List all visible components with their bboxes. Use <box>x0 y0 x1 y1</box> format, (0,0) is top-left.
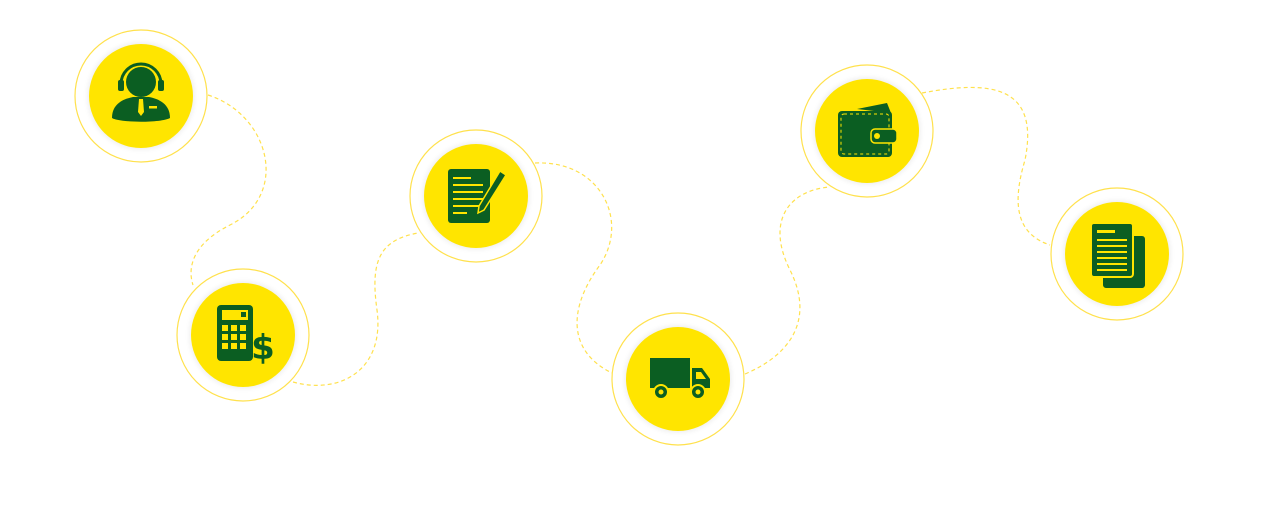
step-node <box>1050 187 1184 321</box>
documents-copy-icon <box>1090 222 1145 288</box>
delivery-truck-icon <box>650 358 710 400</box>
wallet-icon <box>838 103 898 157</box>
document-sign-icon <box>448 169 508 223</box>
connector-path <box>190 94 267 286</box>
connector-path <box>921 86 1051 246</box>
step-node <box>409 129 543 263</box>
svg-text:$: $ <box>251 328 275 368</box>
connector-path <box>292 232 419 386</box>
connector-path <box>534 162 613 374</box>
step-node <box>800 64 934 198</box>
step-node <box>611 312 745 446</box>
step-node: $ <box>176 268 310 402</box>
connector-path <box>744 186 831 375</box>
step-node <box>74 29 208 163</box>
customer-support-icon <box>112 62 170 122</box>
calculator-dollar-icon: $ <box>217 305 275 368</box>
